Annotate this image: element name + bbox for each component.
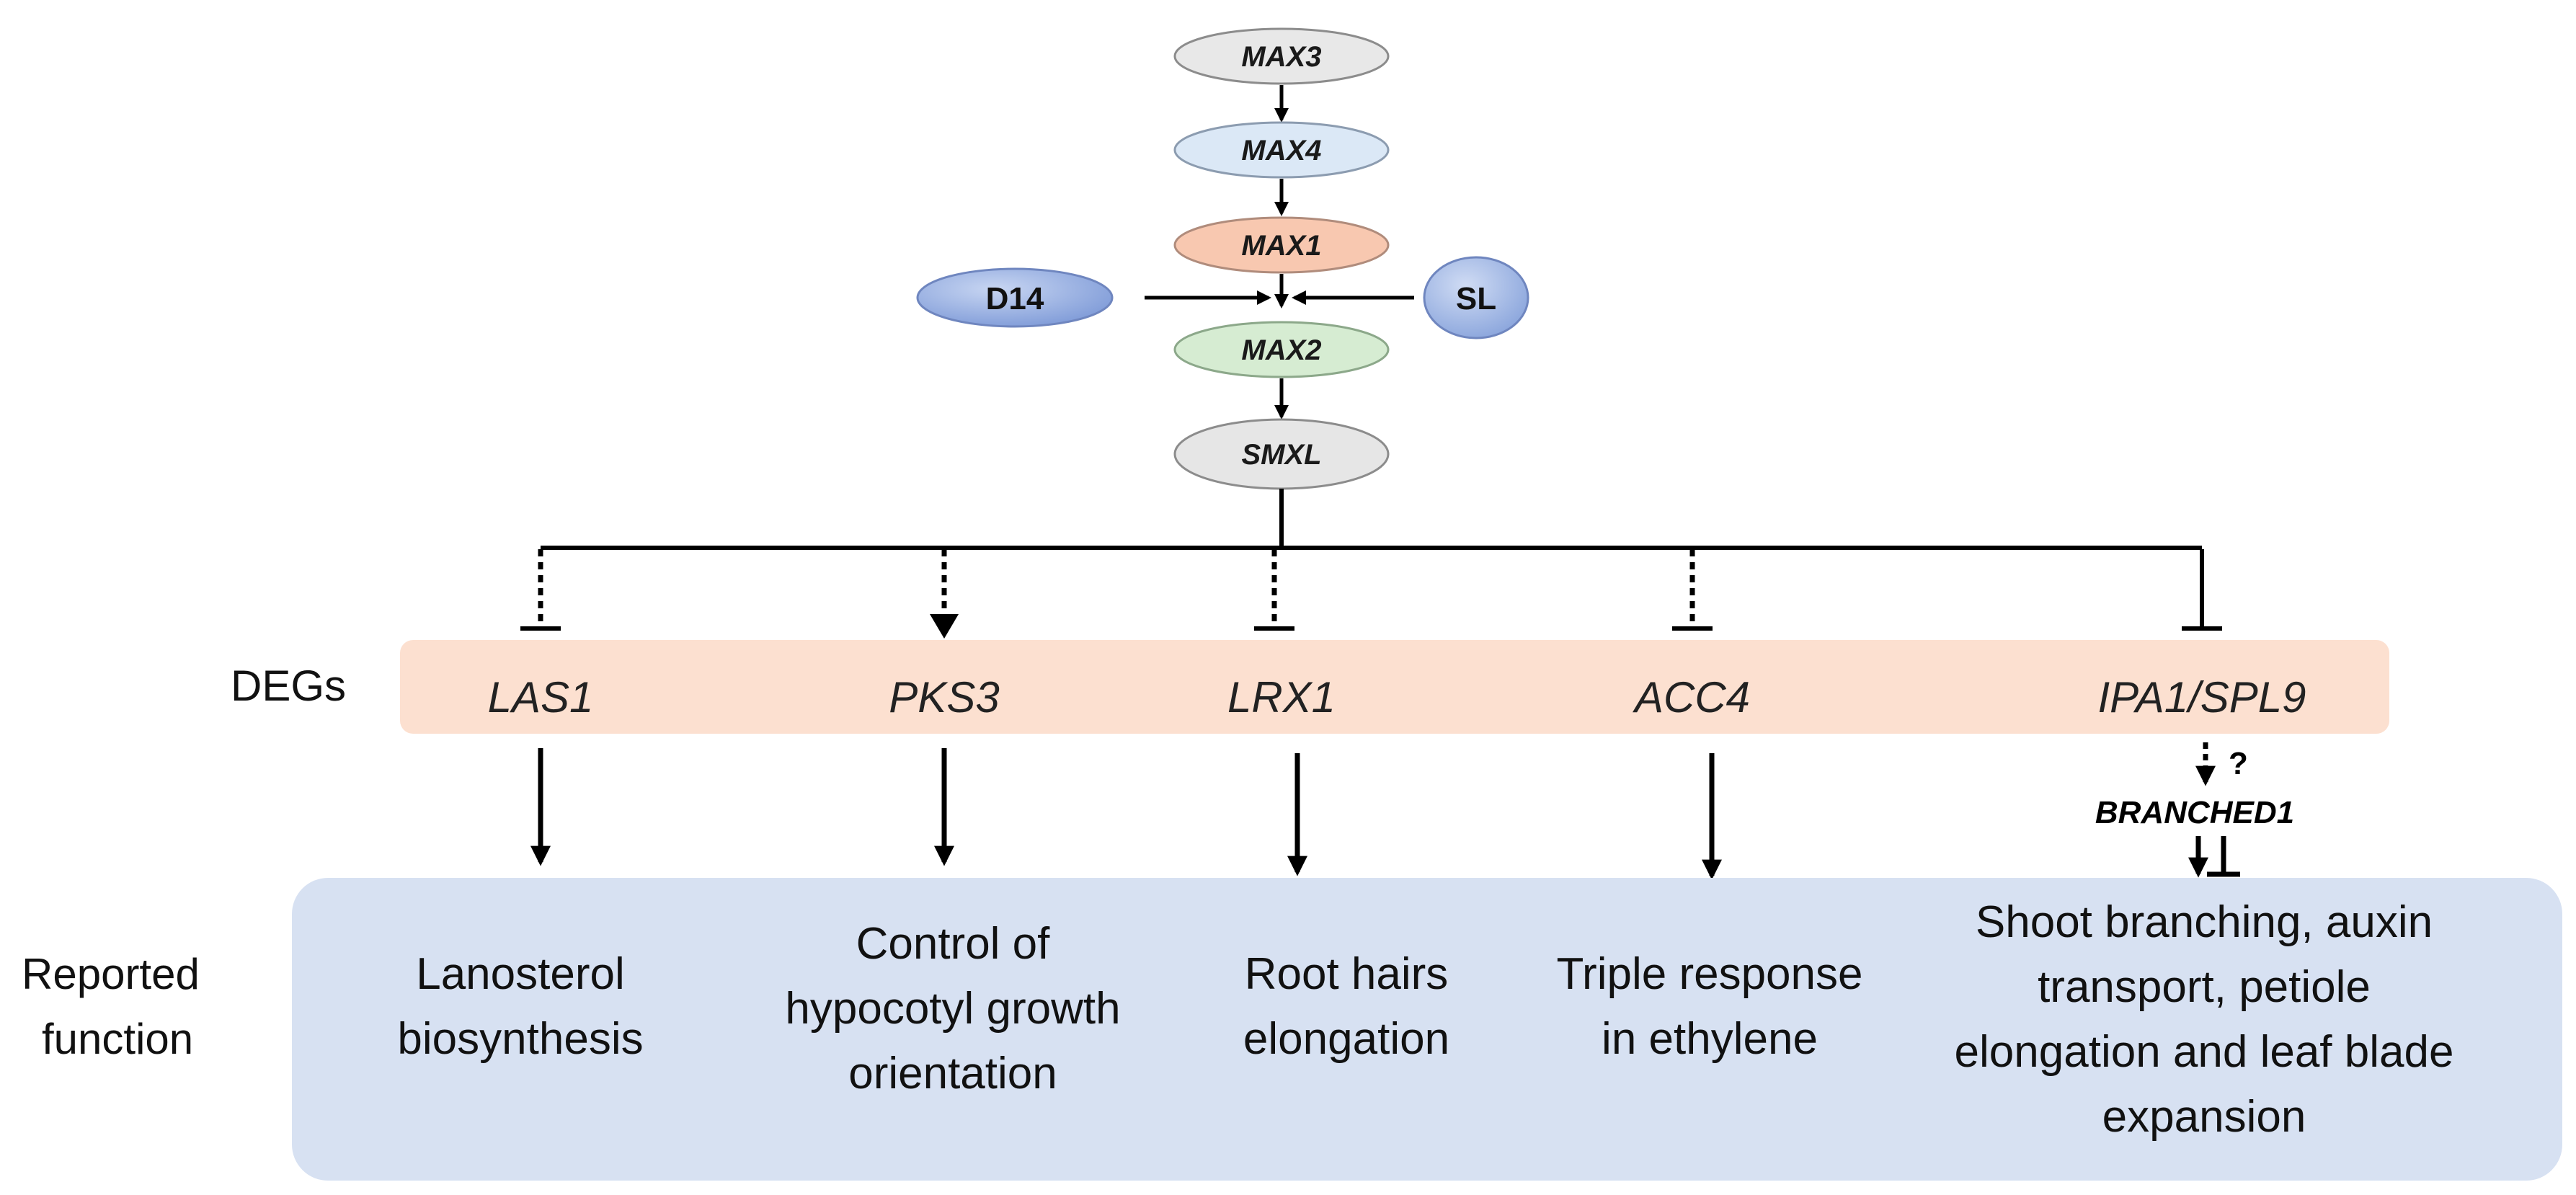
- sl-node: SL: [1423, 256, 1529, 339]
- max2-node: MAX2: [1173, 321, 1390, 378]
- deg-pks3: PKS3: [889, 673, 999, 721]
- max1-node: MAX1: [1173, 216, 1390, 274]
- function-text-line: in ethylene: [1602, 1014, 1818, 1064]
- function-text-line: biosynthesis: [397, 1014, 643, 1064]
- function-las1: Lanosterol biosynthesis: [397, 949, 643, 1064]
- function-text-line: elongation and leaf blade: [1955, 1027, 2454, 1077]
- function-row-label-line1: Reported: [22, 950, 200, 998]
- function-acc4: Triple response in ethylene: [1556, 949, 1862, 1064]
- regulation-acc4: [1672, 549, 1713, 631]
- deg-ipa1-spl9: IPA1/SPL9: [2097, 673, 2306, 721]
- function-text-line: Lanosterol: [416, 949, 625, 999]
- function-text-line: Shoot branching, auxin: [1976, 897, 2433, 947]
- regulation-pks3: [930, 549, 959, 639]
- function-text-line: Root hairs: [1245, 949, 1449, 999]
- function-text-line: Control of: [856, 919, 1051, 969]
- max4-label: MAX4: [1241, 135, 1321, 166]
- question-mark: ?: [2229, 746, 2248, 781]
- max3-label: MAX3: [1241, 41, 1321, 73]
- smxl-node: SMXL: [1173, 418, 1390, 490]
- max1-label: MAX1: [1241, 230, 1321, 262]
- function-lrx1: Root hairs elongation: [1243, 949, 1449, 1064]
- regulation-las1: [520, 549, 561, 631]
- deg-acc4: ACC4: [1633, 673, 1750, 721]
- branched1-label: BRANCHED1: [2095, 795, 2294, 830]
- max2-label: MAX2: [1241, 334, 1321, 366]
- deg-band: [400, 640, 2389, 734]
- branched1-inhibition: [2207, 836, 2240, 877]
- regulation-lrx1: [1254, 549, 1294, 631]
- function-box: [292, 878, 2562, 1181]
- regulation-ipa1: [2182, 549, 2222, 631]
- degs-row-label: DEGs: [231, 662, 346, 710]
- function-text-line: orientation: [848, 1049, 1057, 1098]
- function-text-line: Triple response: [1556, 949, 1862, 999]
- function-ipa1-spl9: Shoot branching, auxin transport, petiol…: [1955, 897, 2454, 1142]
- function-pks3: Control of hypocotyl growth orientation: [785, 919, 1120, 1098]
- max3-node: MAX3: [1173, 27, 1390, 85]
- deg-lrx1: LRX1: [1227, 673, 1336, 721]
- max4-node: MAX4: [1173, 121, 1390, 179]
- sl-label: SL: [1456, 281, 1496, 316]
- d14-label: D14: [986, 281, 1044, 316]
- function-text-line: hypocotyl growth: [785, 984, 1120, 1034]
- function-text-line: expansion: [2102, 1092, 2306, 1142]
- function-text-line: elongation: [1243, 1014, 1449, 1064]
- d14-node: D14: [916, 267, 1114, 328]
- function-text-line: transport, petiole: [2038, 962, 2371, 1012]
- function-row-label-line2: function: [42, 1015, 193, 1063]
- smxl-label: SMXL: [1241, 439, 1321, 471]
- deg-las1: LAS1: [488, 673, 594, 721]
